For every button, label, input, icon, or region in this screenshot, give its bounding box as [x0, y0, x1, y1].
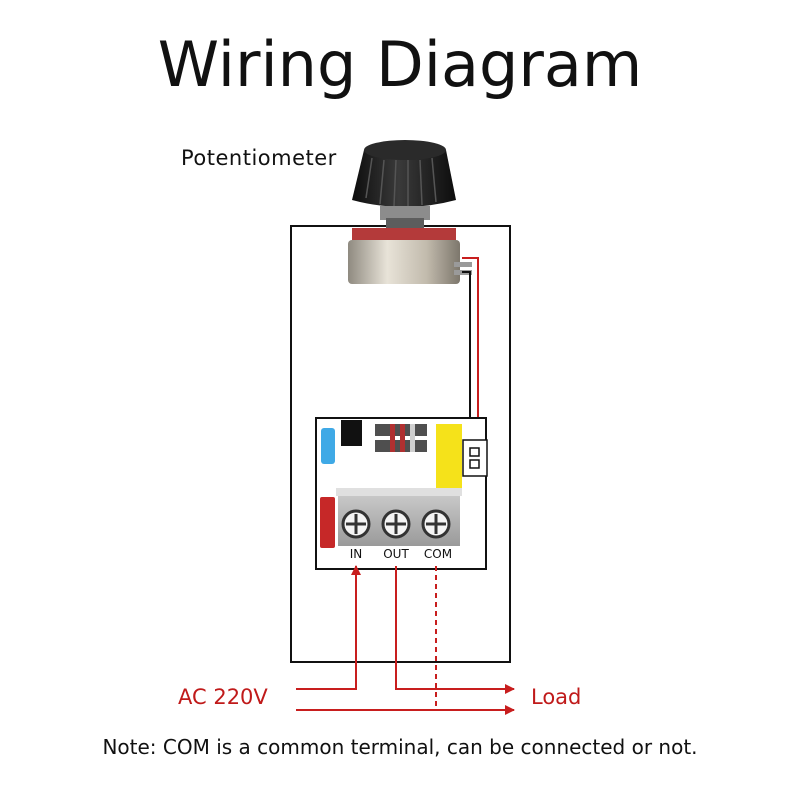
input-label: AC 220V — [178, 685, 268, 709]
potentiometer-label: Potentiometer — [181, 146, 337, 170]
resistor-blue — [321, 428, 335, 464]
pot-connector — [462, 439, 488, 477]
footnote: Note: COM is a common terminal, can be c… — [102, 735, 698, 759]
wire-out-to-load — [395, 566, 515, 694]
pot-wire-red — [462, 257, 479, 452]
black-ic — [341, 420, 362, 446]
wire-ac-in — [296, 565, 361, 690]
component-red — [320, 497, 335, 548]
diagram-title: Wiring Diagram — [157, 28, 643, 101]
terminal-label-out: OUT — [383, 547, 409, 561]
output-label: Load — [531, 685, 582, 709]
potentiometer-body — [348, 228, 472, 284]
pot-wire-black — [462, 271, 471, 452]
capacitor-yellow — [436, 424, 462, 488]
terminal-label-com: COM — [424, 547, 452, 561]
potentiometer-knob — [352, 140, 456, 228]
terminal-block — [336, 488, 462, 546]
terminal-label-in: IN — [350, 547, 363, 561]
diode-component — [375, 424, 427, 452]
